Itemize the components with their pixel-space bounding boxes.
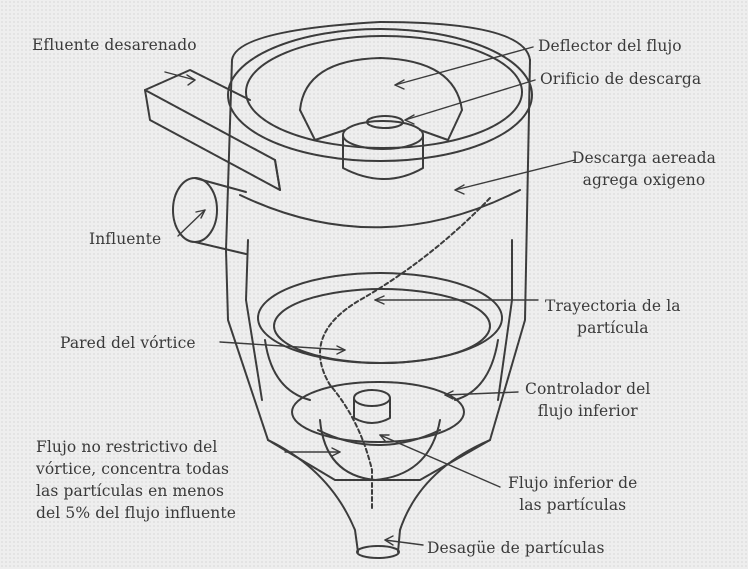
label-line: vórtice, concentra todas bbox=[36, 458, 236, 480]
label-line: del 5% del flujo influente bbox=[36, 502, 236, 524]
rim-bowl bbox=[240, 190, 520, 227]
label-line: Descarga aereada bbox=[572, 147, 716, 169]
label-pared-del-vortice: Pared del vórtice bbox=[60, 332, 196, 354]
influent-pipe bbox=[173, 178, 246, 254]
label-trayectoria-de-la-particula: Trayectoria de la partícula bbox=[545, 295, 681, 339]
label-line: Controlador del bbox=[525, 378, 651, 400]
label-line: Trayectoria de la bbox=[545, 295, 681, 317]
label-controlador-del-flujo-inferior: Controlador del flujo inferior bbox=[525, 378, 651, 422]
label-line: flujo inferior bbox=[525, 400, 651, 422]
particle-trajectory bbox=[320, 198, 490, 510]
label-line: agrega oxigeno bbox=[572, 169, 716, 191]
label-flujo-inferior-de-las-particulas: Flujo inferior de las partículas bbox=[508, 472, 637, 516]
effluent-channel bbox=[145, 70, 280, 190]
label-line: las partículas en menos bbox=[36, 480, 236, 502]
label-line: Flujo inferior de bbox=[508, 472, 637, 494]
tank-body bbox=[226, 22, 530, 480]
label-flujo-no-restrictivo: Flujo no restrictivo del vórtice, concen… bbox=[36, 436, 236, 524]
label-line: partícula bbox=[545, 317, 681, 339]
label-descarga-aereada: Descarga aereada agrega oxigeno bbox=[572, 147, 716, 191]
label-desague-de-particulas: Desagüe de partículas bbox=[427, 537, 605, 559]
underflow-controller bbox=[318, 390, 440, 480]
label-orificio-de-descarga: Orificio de descarga bbox=[540, 68, 701, 90]
label-efluente-desarenado: Efluente desarenado bbox=[32, 34, 197, 56]
label-influente: Influente bbox=[89, 228, 161, 250]
label-line: Flujo no restrictivo del bbox=[36, 436, 236, 458]
label-line: las partículas bbox=[508, 494, 637, 516]
label-deflector-del-flujo: Deflector del flujo bbox=[538, 35, 682, 57]
